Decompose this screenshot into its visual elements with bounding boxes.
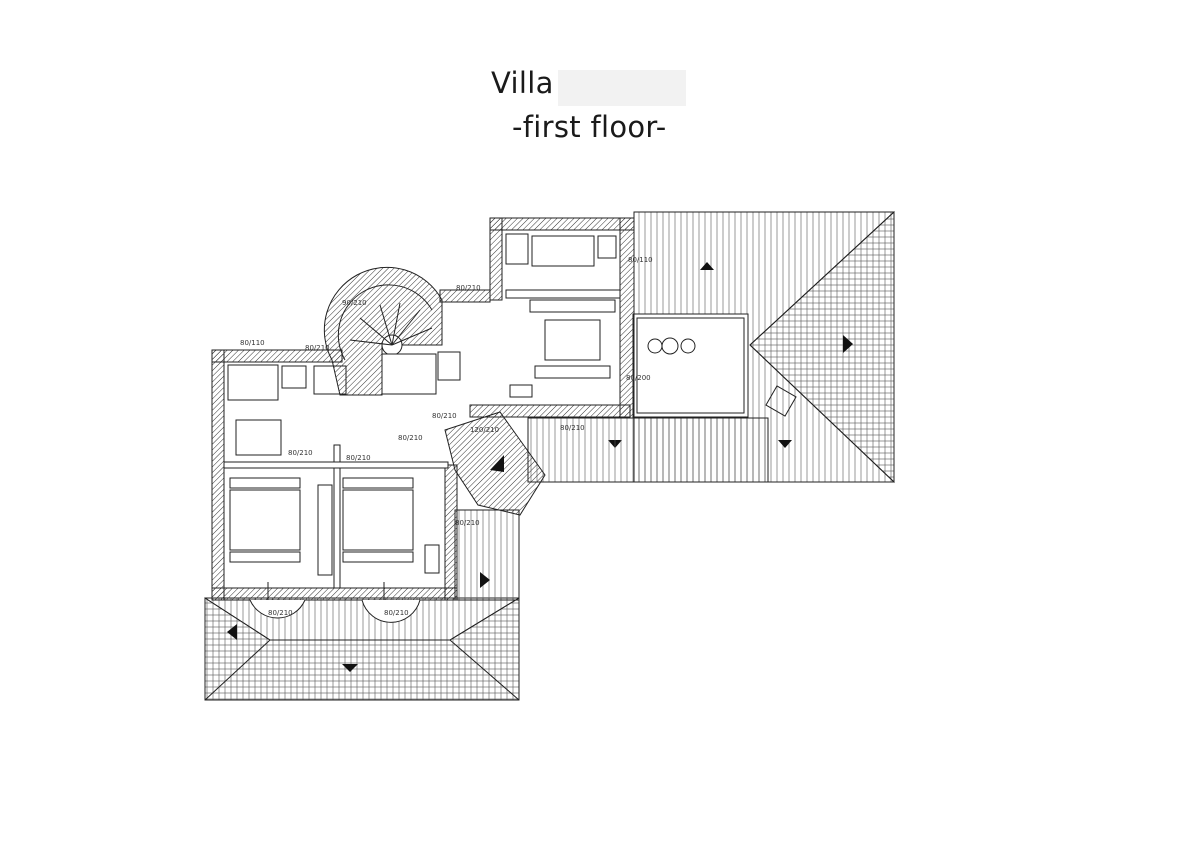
dim-label: 80/200 (626, 374, 651, 382)
plan-title: Villa (491, 66, 554, 100)
dim-label: 80/210 (432, 412, 457, 420)
dim-label: 120/210 (470, 426, 499, 434)
dim-label: 80/210 (384, 609, 409, 617)
dim-label: 80/210 (560, 424, 585, 432)
roof-arrow-down-icon (342, 664, 358, 672)
roof-arrow-down-icon (778, 440, 792, 448)
dim-label: 80/210 (346, 454, 371, 462)
roof-arrow-right-icon (843, 335, 853, 353)
roof-middle (527, 417, 769, 483)
dim-label: 80/210 (455, 519, 480, 527)
roof-bottom (204, 597, 520, 701)
floor-label: -first floor- (512, 110, 667, 144)
dimension-labels: 80/110 80/110 80/200 80/210 90/210 80/21… (240, 256, 653, 617)
building-walls (211, 217, 635, 623)
dim-label: 80/210 (456, 284, 481, 292)
dim-label: 90/210 (342, 299, 367, 307)
redacted-name-block (558, 70, 686, 106)
roof-arrow-up-icon (700, 262, 714, 270)
roof-side (454, 509, 520, 601)
dim-label: 80/210 (268, 609, 293, 617)
dim-label: 80/110 (628, 256, 653, 264)
dim-label: 80/210 (288, 449, 313, 457)
terrace (632, 313, 797, 418)
dim-label: 80/210 (398, 434, 423, 442)
dim-label: 80/110 (240, 339, 265, 347)
dim-label: 80/210 (305, 344, 330, 352)
roof-arrow-left-icon (227, 624, 237, 640)
